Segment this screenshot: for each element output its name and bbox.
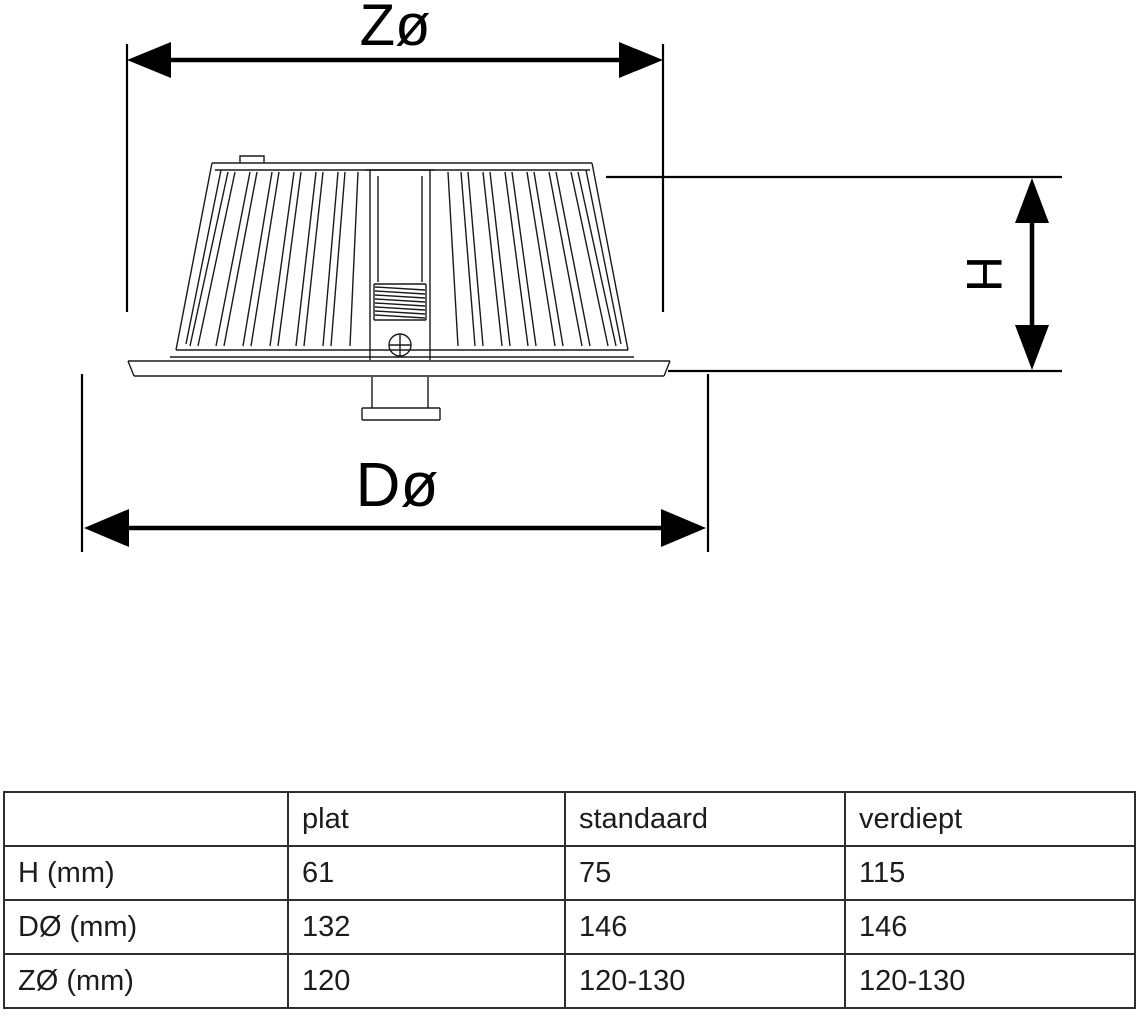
cell-z-plat: 120 — [287, 953, 566, 1009]
downlight-dimension-diagram: Zø Dø H — [80, 0, 1062, 552]
row-label-h: H (mm) — [3, 845, 289, 901]
row-label-z: ZØ (mm) — [3, 953, 289, 1009]
z-dimension — [125, 42, 665, 312]
table-row-d: DØ (mm) 132 146 146 — [3, 899, 1136, 955]
table-header-standaard: standaard — [564, 791, 846, 847]
downlight-side-view-drawing — [80, 42, 1062, 552]
cell-h-plat: 61 — [287, 845, 566, 901]
table-header-row: plat standaard verdiept — [3, 791, 1136, 847]
height-label: H — [956, 255, 1012, 293]
screw-icon — [388, 333, 412, 357]
trim-flange — [127, 360, 671, 377]
spring-bracket — [361, 377, 441, 421]
dimension-table: plat standaard verdiept H (mm) 61 75 115… — [3, 791, 1136, 1009]
cell-d-verdiept: 146 — [844, 899, 1136, 955]
cell-z-verdiept: 120-130 — [844, 953, 1136, 1009]
cell-z-standaard: 120-130 — [564, 953, 846, 1009]
mounting-tower — [366, 169, 434, 360]
table-header-verdiept: verdiept — [844, 791, 1136, 847]
d-diameter-label: Dø — [355, 451, 439, 520]
table-row-h: H (mm) 61 75 115 — [3, 845, 1136, 901]
table-row-z: ZØ (mm) 120 120-130 120-130 — [3, 953, 1136, 1009]
lamp-drawing — [127, 155, 671, 421]
cell-h-verdiept: 115 — [844, 845, 1136, 901]
h-dimension — [606, 175, 1062, 373]
z-diameter-label: Zø — [359, 0, 431, 58]
cell-d-standaard: 146 — [564, 899, 846, 955]
cell-d-plat: 132 — [287, 899, 566, 955]
row-label-d: DØ (mm) — [3, 899, 289, 955]
cell-h-standaard: 75 — [564, 845, 846, 901]
table-header-empty — [3, 791, 289, 847]
d-dimension — [80, 374, 710, 552]
retention-spring — [373, 283, 427, 321]
table-header-plat: plat — [287, 791, 566, 847]
heatsink-fins — [189, 171, 617, 347]
